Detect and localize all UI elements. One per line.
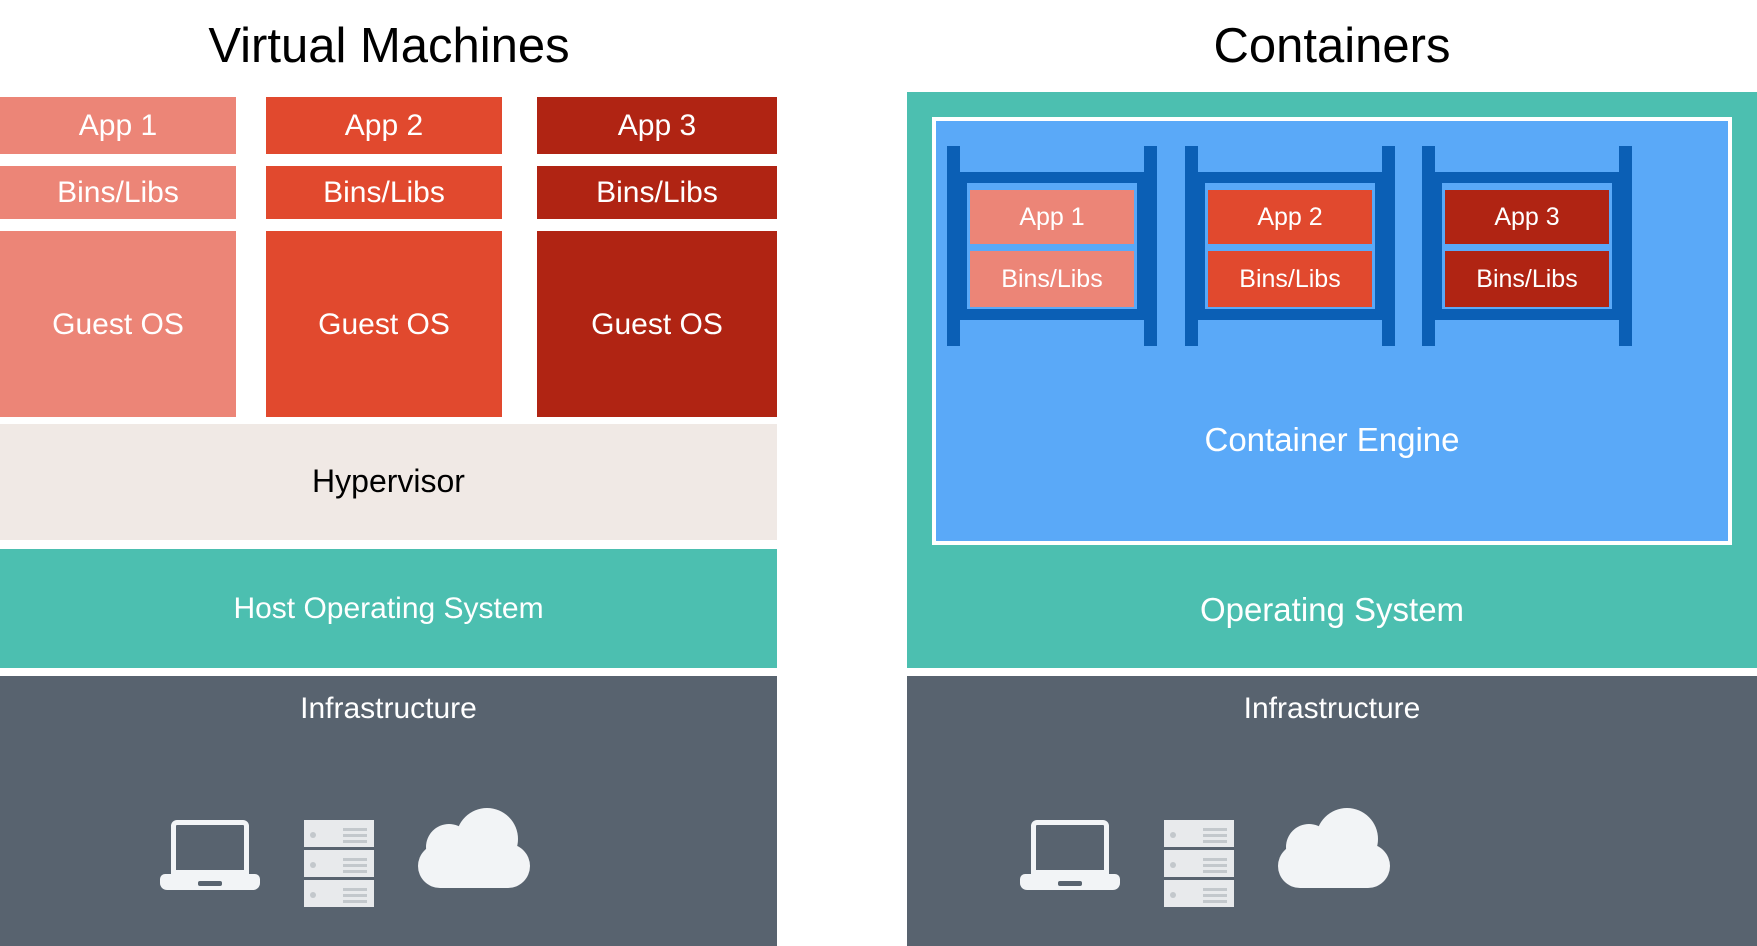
rack1-app-block: App 1 (970, 190, 1134, 244)
container-infrastructure-icons (1020, 808, 1390, 908)
cloud-icon (418, 808, 530, 888)
rack-post-left (947, 146, 960, 346)
vm-panel-title: Virtual Machines (208, 19, 570, 73)
rack-post-right (1144, 146, 1157, 346)
vm3-app-block: App 3 (537, 97, 777, 154)
rack-post-right (1382, 146, 1395, 346)
rack-shelf-bottom (953, 309, 1151, 320)
vm2-guestos-block: Guest OS (266, 231, 502, 417)
container-engine-label: Container Engine (1204, 421, 1460, 458)
rack-rail-right (1137, 172, 1146, 320)
vm2-binslibs-block: Bins/Libs (266, 166, 502, 219)
laptop-icon (1020, 820, 1120, 890)
containers-panel-title: Containers (1213, 19, 1451, 73)
vm1-app-block: App 1 (0, 97, 236, 154)
rack-post-left (1185, 146, 1198, 346)
rack2-app-block: App 2 (1208, 190, 1372, 244)
vm1-binslibs-block: Bins/Libs (0, 166, 236, 219)
container-rack-3: App 3 Bins/Libs (1422, 146, 1632, 346)
vm-infrastructure-band: Infrastructure (0, 676, 777, 946)
rack-rail-left (1196, 172, 1205, 320)
rack-rail-right (1612, 172, 1621, 320)
rack-post-right (1619, 146, 1632, 346)
rack-rail-left (958, 172, 967, 320)
container-infrastructure-band: Infrastructure (907, 676, 1757, 946)
container-os-label: Operating System (1199, 590, 1465, 628)
rack-shelf-top (953, 172, 1151, 183)
container-rack-1: App 1 Bins/Libs (947, 146, 1157, 346)
container-rack-2: App 2 Bins/Libs (1185, 146, 1395, 346)
vm3-binslibs-block: Bins/Libs (537, 166, 777, 219)
rack3-binslibs-block: Bins/Libs (1445, 251, 1609, 307)
vm1-guestos-block: Guest OS (0, 231, 236, 417)
vm3-guestos-block: Guest OS (537, 231, 777, 417)
rack-shelf-top (1428, 172, 1626, 183)
server-rack-icon (304, 820, 374, 908)
vm2-app-block: App 2 (266, 97, 502, 154)
rack-post-left (1422, 146, 1435, 346)
rack-shelf-bottom (1428, 309, 1626, 320)
rack-shelf-top (1191, 172, 1389, 183)
laptop-icon (160, 820, 260, 890)
rack3-app-block: App 3 (1445, 190, 1609, 244)
hypervisor-band: Hypervisor (0, 424, 777, 540)
cloud-icon (1278, 808, 1390, 888)
rack1-binslibs-block: Bins/Libs (970, 251, 1134, 307)
rack-shelf-bottom (1191, 309, 1389, 320)
host-operating-system-band: Host Operating System (0, 549, 777, 668)
rack-rail-left (1433, 172, 1442, 320)
server-rack-icon (1164, 820, 1234, 908)
rack-rail-right (1375, 172, 1384, 320)
vm-infrastructure-icons (160, 808, 530, 908)
container-engine-box: Container Engine (932, 117, 1732, 545)
rack2-binslibs-block: Bins/Libs (1208, 251, 1372, 307)
